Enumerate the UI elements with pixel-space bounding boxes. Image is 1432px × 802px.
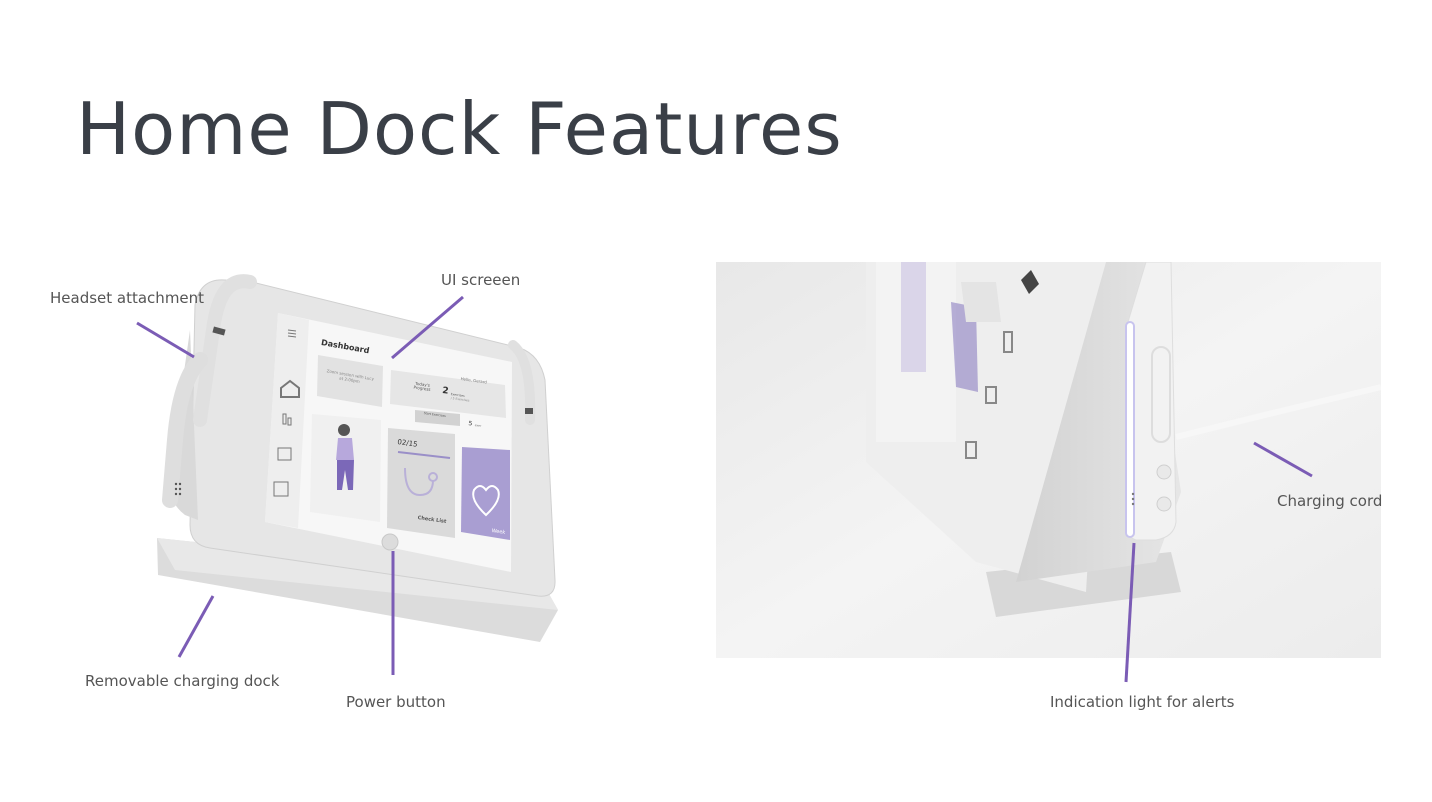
headset [162, 274, 536, 508]
home-button-icon [1021, 270, 1039, 294]
indication-light [1125, 321, 1135, 538]
headset-callout-line [136, 321, 195, 359]
ui-screen-label: UI screeen [441, 271, 521, 289]
remaining-count: 5 [468, 420, 473, 428]
home-dock-illustration [136, 274, 558, 675]
charging-dock-label: Removable charging dock [85, 672, 280, 690]
chart-icon [282, 413, 287, 425]
dock-callout-line [177, 595, 215, 658]
headset-attachment-label: Headset attachment [50, 289, 205, 307]
closeup-photo [716, 262, 1381, 658]
ui-screen-callout-line [391, 295, 464, 360]
profile-icon [273, 481, 289, 497]
charging-dock [157, 538, 558, 642]
power-button [381, 533, 399, 551]
ui-screen [265, 313, 512, 572]
charging-cord-label: Charging cord [1277, 492, 1383, 510]
power-button-label: Power button [346, 693, 446, 711]
remaining-unit: exer [474, 423, 482, 428]
calendar-icon [277, 447, 292, 461]
page-title: Home Dock Features [76, 87, 843, 171]
home-icon [280, 379, 300, 398]
indication-light-label: Indication light for alerts [1050, 693, 1235, 711]
